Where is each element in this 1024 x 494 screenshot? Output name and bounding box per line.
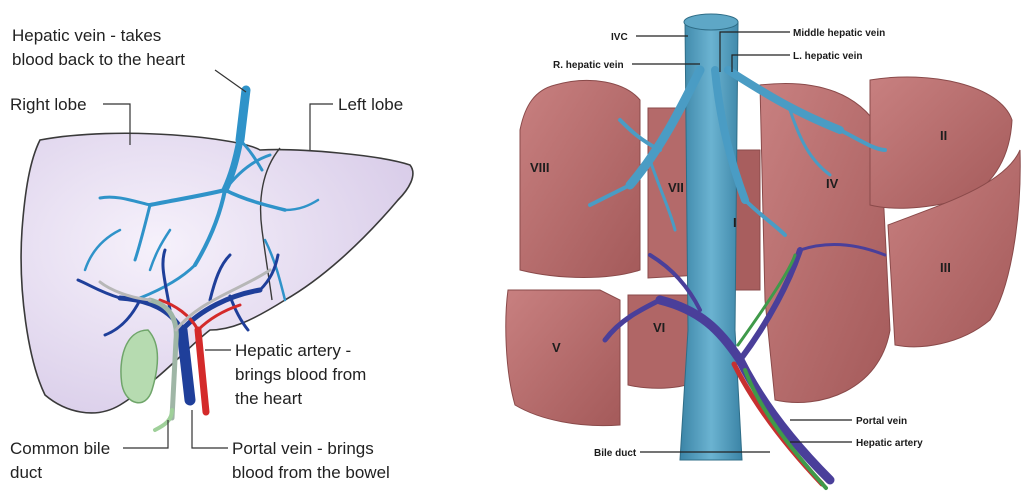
leader-portal-vein [192,410,228,448]
segment-label-4: IV [826,176,839,191]
label-bile-duct-r: Bile duct [594,448,637,459]
label-ivc: IVC [611,32,628,43]
label-portal-vein-line1: Portal vein - brings [232,439,374,458]
label-hepatic-vein-line1: Hepatic vein - takes [12,26,161,45]
label-portal-vein-r: Portal vein [856,416,907,427]
leader-l-hepatic [732,55,790,72]
label-common-bile-line1: Common bile [10,439,110,458]
label-common-bile-line2: duct [10,463,42,482]
segment-label-2: II [940,128,947,143]
label-middle-hepatic-vein: Middle hepatic vein [793,28,885,39]
right-segment-diagram: VIII VII I IV II III V VI IVC Middle hep… [506,14,1020,488]
label-hepatic-artery-line3: the heart [235,389,302,408]
segment-label-6: VI [653,320,665,335]
left-liver-diagram: Hepatic vein - takes blood back to the h… [10,26,413,482]
label-portal-vein-line2: blood from the bowel [232,463,390,482]
leader-left-lobe [310,104,333,150]
leader-hepatic-vein [215,70,246,92]
segment-label-1: I [733,215,737,230]
label-left-lobe: Left lobe [338,95,403,114]
label-right-lobe: Right lobe [10,95,87,114]
label-hepatic-artery-r: Hepatic artery [856,438,923,449]
segment-label-7: VII [668,180,684,195]
segment-5 [506,290,620,426]
label-hepatic-vein-line2: blood back to the heart [12,50,185,69]
label-l-hepatic-vein: L. hepatic vein [793,51,862,62]
segment-8 [520,80,640,277]
label-hepatic-artery-line2: brings blood from [235,365,366,384]
segment-label-3: III [940,260,951,275]
label-hepatic-artery-line1: Hepatic artery - [235,341,351,360]
ivc-top [684,14,738,30]
segment-label-8: VIII [530,160,550,175]
segment-label-5: V [552,340,561,355]
label-r-hepatic-vein: R. hepatic vein [553,60,624,71]
